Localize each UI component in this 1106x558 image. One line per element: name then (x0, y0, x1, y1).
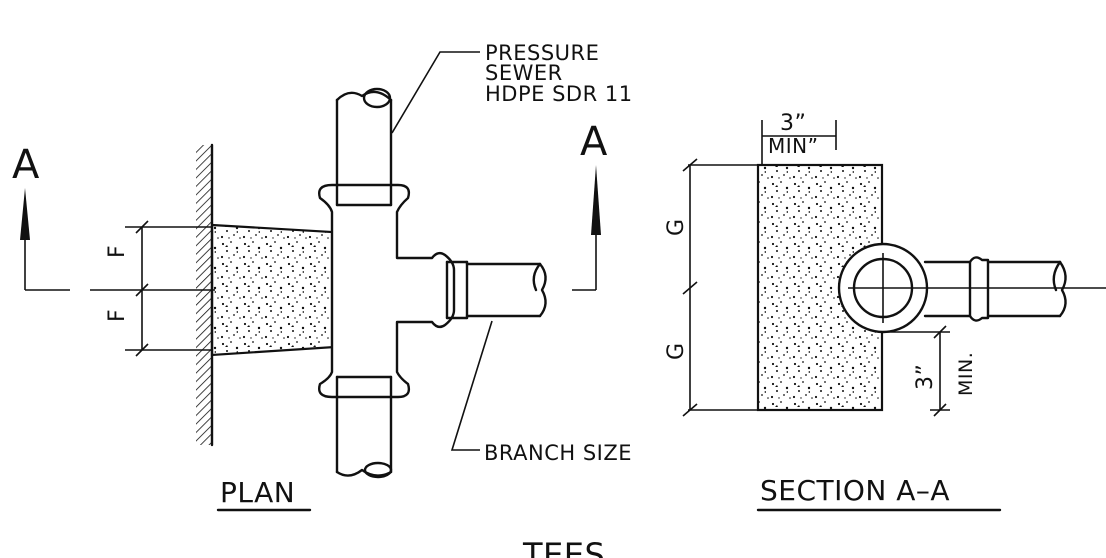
branch-pipe (465, 262, 547, 318)
section-title: SECTION A–A (760, 474, 950, 507)
main-pipe-top (335, 87, 393, 187)
top-dimension-value: 3” (780, 111, 806, 136)
top-dimension: 3” MIN” (761, 111, 837, 165)
plan-view: F F (90, 41, 633, 512)
dimension-f-label: F (105, 309, 130, 322)
branch-size-callout: BRANCH SIZE (484, 441, 632, 465)
earth-hatch (196, 145, 212, 445)
top-dimension-min: MIN” (768, 134, 818, 158)
dimension-f: F F (105, 220, 212, 357)
arrow-up-icon (591, 165, 601, 235)
dimension-g-label: G (664, 342, 689, 360)
pipe-note-line: SEWER (485, 61, 563, 85)
main-pipe-bottom (335, 395, 393, 479)
dimension-f-label: F (105, 245, 130, 258)
plan-title: PLAN (220, 476, 295, 509)
dimension-g: G G (664, 158, 698, 417)
dimension-g-label: G (664, 218, 689, 236)
tee-fitting (318, 183, 469, 399)
pipe-note-line: HDPE SDR 11 (485, 82, 633, 106)
section-marker-right: A (572, 119, 608, 291)
pipe-note-callout: PRESSURE SEWER HDPE SDR 11 (485, 41, 633, 106)
caption: TEES (522, 536, 605, 558)
side-dimension-min: MIN. (955, 352, 977, 396)
side-dimension-value: 3” (913, 364, 938, 390)
section-view: G G 3” MIN” (664, 111, 1106, 512)
arrow-up-icon (20, 188, 30, 240)
section-marker-letter: A (580, 119, 608, 165)
section-branch-pipe (923, 256, 1067, 322)
section-marker-letter: A (12, 142, 40, 188)
section-marker-left: A (12, 142, 70, 291)
side-dimension: 3” MIN. (882, 325, 977, 417)
pipe-note-line: PRESSURE (485, 41, 599, 65)
